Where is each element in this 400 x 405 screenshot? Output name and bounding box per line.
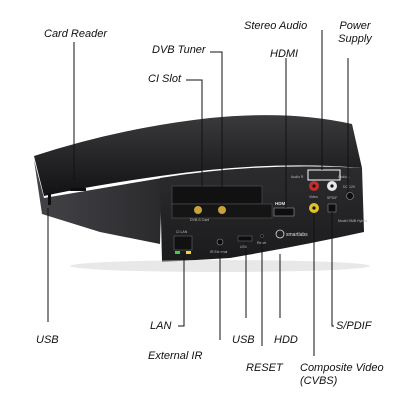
device-left-side bbox=[34, 160, 162, 244]
leader-dvb-tuner bbox=[210, 51, 223, 204]
brand-logo-icon bbox=[275, 229, 285, 239]
hdmi-marking: HDMI bbox=[275, 201, 287, 206]
label-hdmi: HDMI bbox=[270, 48, 299, 60]
lan-green-led bbox=[175, 251, 180, 254]
lan-port bbox=[173, 235, 193, 251]
video-marking: Video bbox=[309, 195, 318, 199]
dvb-tuner-connector-2 bbox=[218, 206, 226, 214]
leader-s-pdif bbox=[331, 212, 334, 327]
ci-slot bbox=[171, 185, 263, 205]
label-lan: LAN bbox=[150, 320, 172, 332]
side-usb-port bbox=[48, 193, 51, 205]
ci-lan-marking: CI LAN bbox=[176, 230, 188, 234]
brand-marking: smartlabs bbox=[286, 232, 308, 238]
label-external-ir: External IR bbox=[148, 350, 203, 362]
dvb-s-card-marking: DVB-S Card bbox=[190, 218, 209, 222]
lan-yellow-led bbox=[186, 251, 191, 254]
power-jack bbox=[346, 192, 354, 200]
external-ir-jack bbox=[216, 238, 224, 246]
label-reset: RESET bbox=[246, 362, 283, 374]
label-power-supply: Power Supply bbox=[338, 20, 372, 45]
ir-external-marking: IR External bbox=[210, 250, 228, 254]
spdif-port bbox=[327, 203, 337, 213]
spdif-marking: SPDIF bbox=[327, 196, 337, 200]
usb-marking: USB bbox=[240, 245, 248, 249]
leader-lan bbox=[178, 254, 185, 327]
back-usb-port bbox=[237, 235, 253, 242]
dvb-tuner-connector-1 bbox=[194, 206, 202, 214]
leader-lines bbox=[47, 30, 349, 356]
dc12v-marking: DC 12V bbox=[343, 185, 356, 189]
label-s-pdif: S/PDIF bbox=[336, 320, 372, 332]
label-composite-video: Composite Video (CVBS) bbox=[300, 362, 384, 387]
hdmi-port bbox=[273, 207, 295, 217]
reset-button bbox=[260, 234, 264, 238]
label-usb-left: USB bbox=[36, 334, 59, 346]
card-reader-slot bbox=[70, 188, 86, 191]
device-top-lid bbox=[34, 115, 362, 196]
label-usb-back: USB bbox=[232, 334, 255, 346]
audio-l-marking: Audio L bbox=[338, 175, 350, 179]
label-card-reader: Card Reader bbox=[44, 28, 107, 40]
label-hdd: HDD bbox=[274, 334, 298, 346]
leader-ci-slot bbox=[186, 79, 203, 186]
label-dvb-tuner: DVB Tuner bbox=[152, 44, 206, 56]
model-marking: Model SMB Hybrid bbox=[338, 219, 367, 223]
label-ci-slot: CI Slot bbox=[148, 73, 182, 85]
audio-r-marking: Audio R bbox=[291, 175, 304, 179]
label-stereo-audio: Stereo Audio bbox=[244, 20, 308, 32]
